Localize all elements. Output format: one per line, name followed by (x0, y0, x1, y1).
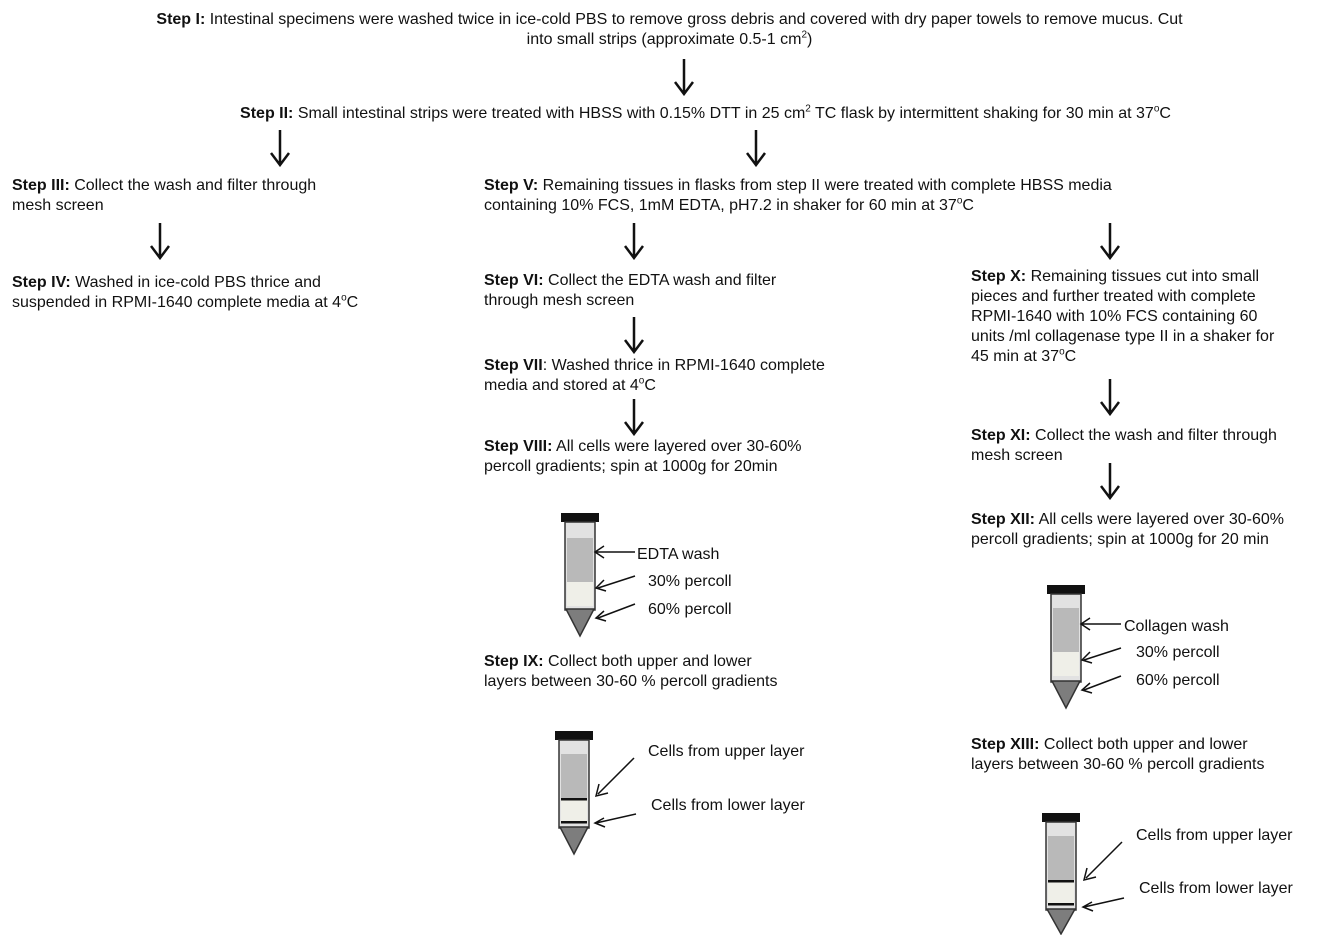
step-3: Step III: Collect the wash and filter th… (12, 177, 317, 214)
tube-label-upper-cells: Cells from upper layer (1136, 827, 1293, 844)
down-arrow-icon (624, 399, 644, 436)
step-13: Step XIII: Collect both upper and lower … (971, 736, 1265, 773)
step-10: Step X: Remaining tissues cut into small… (971, 268, 1275, 365)
step-6: Step VI: Collect the EDTA wash and filte… (484, 272, 777, 309)
tube-label-upper-cells: Cells from upper layer (648, 743, 805, 760)
down-arrow-icon (624, 317, 644, 354)
tube-label-60-percoll: 60% percoll (1136, 672, 1220, 689)
pointer-arrow-icon (593, 757, 637, 828)
down-arrow-icon (674, 59, 694, 96)
tube-label-lower-cells: Cells from lower layer (1139, 880, 1293, 897)
step-4: Step IV: Washed in ice-cold PBS thrice a… (12, 274, 359, 311)
step-9: Step IX: Collect both upper and lower la… (484, 653, 778, 690)
down-arrow-icon (270, 130, 290, 167)
down-arrow-icon (150, 223, 170, 260)
down-arrow-icon (624, 223, 644, 260)
tube-label-30-percoll: 30% percoll (648, 573, 732, 590)
cells-tube (555, 731, 593, 856)
step-8: Step VIII: All cells were layered over 3… (484, 438, 802, 475)
tube-label-30-percoll: 30% percoll (1136, 644, 1220, 661)
collagen-gradient-tube (1047, 585, 1085, 710)
down-arrow-icon (746, 130, 766, 167)
cells-tube (1042, 813, 1080, 935)
tube-label-lower-cells: Cells from lower layer (651, 797, 805, 814)
tube-label-edta-wash: EDTA wash (637, 546, 720, 563)
step-11: Step XI: Collect the wash and filter thr… (971, 427, 1277, 464)
step-2: Step II: Small intestinal strips were tr… (240, 103, 1171, 122)
step-5: Step V: Remaining tissues in flasks from… (484, 177, 1112, 214)
down-arrow-icon (1100, 223, 1120, 260)
tube-label-60-percoll: 60% percoll (648, 601, 732, 618)
down-arrow-icon (1100, 379, 1120, 416)
pointer-arrow-icon (1079, 617, 1122, 694)
down-arrow-icon (1100, 463, 1120, 500)
step-12: Step XII: All cells were layered over 30… (971, 511, 1285, 548)
step-1: Step I: Intestinal specimens were washed… (156, 11, 1183, 48)
tube-label-collagen-wash: Collagen wash (1124, 618, 1229, 635)
pointer-arrow-icon (593, 545, 636, 622)
step-7: Step VII: Washed thrice in RPMI-1640 com… (484, 357, 825, 394)
pointer-arrow-icon (1081, 841, 1125, 912)
edta-gradient-tube (561, 513, 599, 638)
